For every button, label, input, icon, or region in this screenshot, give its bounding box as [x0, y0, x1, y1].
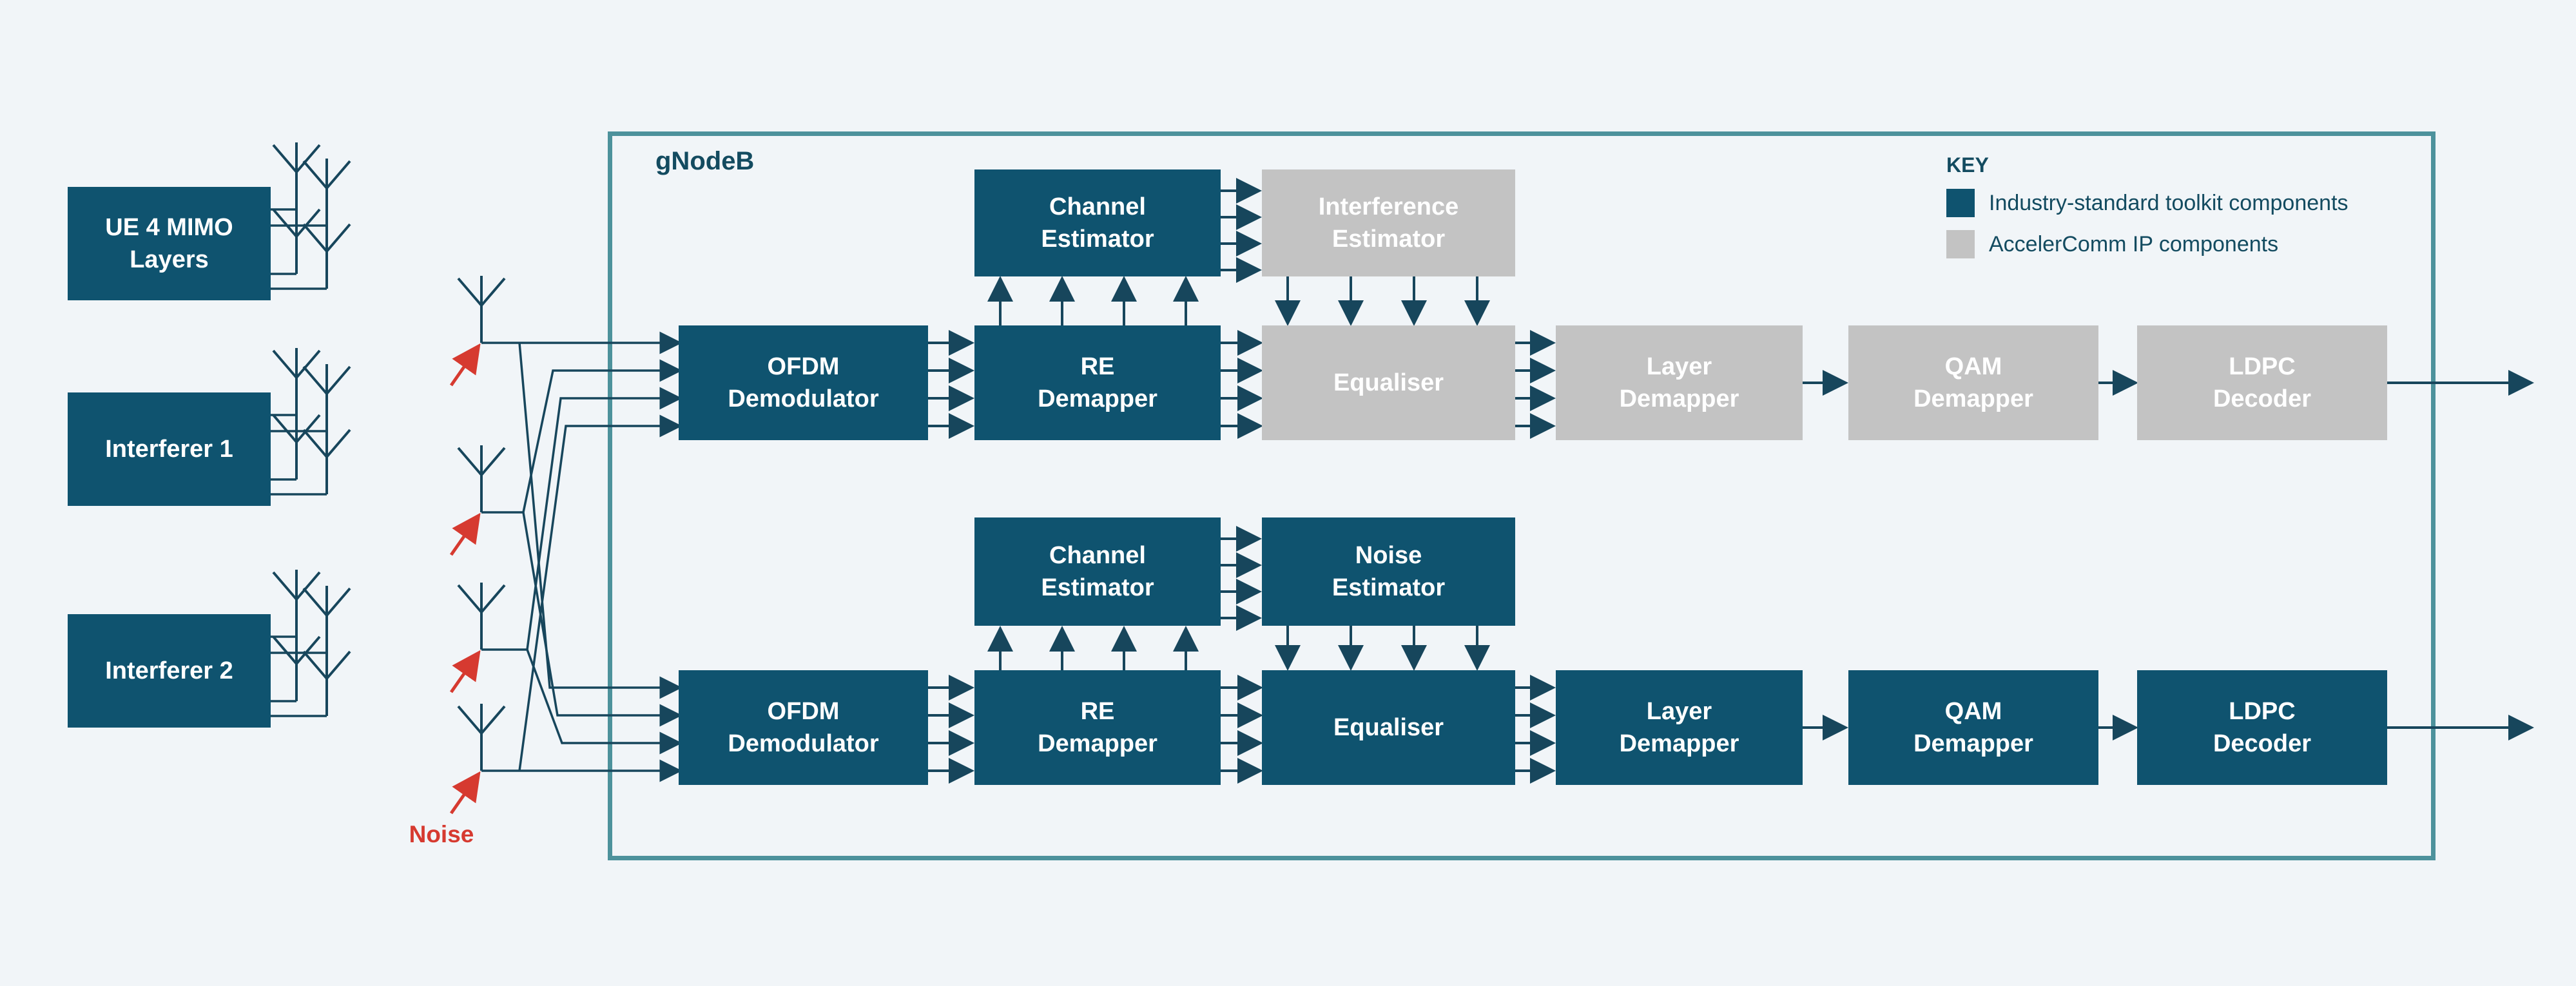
- antenna-fanout-wires: [481, 331, 683, 782]
- bottom-re-demapper: RE Demapper: [974, 670, 1221, 785]
- top-equaliser: Equaliser: [1262, 325, 1515, 440]
- noise-arrows: [449, 343, 481, 815]
- bottom-channel-estimator: Channel Estimator: [974, 517, 1221, 626]
- source-antenna-feeds: [271, 208, 327, 717]
- top-re-demapper: RE Demapper: [974, 325, 1221, 440]
- bottom-chain-arrows: [928, 675, 2534, 784]
- top-ofdm-demodulator: OFDM Demodulator: [679, 325, 928, 440]
- top-layer-demapper: Layer Demapper: [1556, 325, 1803, 440]
- bottom-ldpc-decoder: LDPC Decoder: [2137, 670, 2387, 785]
- noise-label: Noise: [409, 821, 474, 847]
- legend-label-accelercomm: AccelerComm IP components: [1989, 231, 2279, 256]
- source-interferer-2: Interferer 2: [68, 614, 271, 728]
- source-interferer-1: Interferer 1: [68, 392, 271, 506]
- top-estimator-arrows: [987, 178, 1490, 326]
- bottom-noise-estimator: Noise Estimator: [1262, 517, 1515, 626]
- top-chain-arrows: [928, 330, 2534, 439]
- bottom-qam-demapper: QAM Demapper: [1848, 670, 2098, 785]
- legend-title: KEY: [1946, 153, 1989, 177]
- bottom-layer-demapper: Layer Demapper: [1556, 670, 1803, 785]
- bottom-equaliser: Equaliser: [1262, 670, 1515, 785]
- source-ue-4-mimo-layers: UE 4 MIMO Layers: [68, 187, 271, 300]
- gnodeb-title: gNodeB: [655, 147, 755, 175]
- gnodeb-boundary: [608, 131, 2436, 860]
- legend-item-industry: Industry-standard toolkit components: [1946, 189, 2348, 217]
- legend-swatch-industry: [1946, 189, 1975, 217]
- legend-swatch-accelercomm: [1946, 230, 1975, 258]
- top-ldpc-decoder: LDPC Decoder: [2137, 325, 2387, 440]
- bottom-estimator-arrows: [987, 526, 1490, 671]
- receiver-antennas: [457, 275, 506, 772]
- bottom-ofdm-demodulator: OFDM Demodulator: [679, 670, 928, 785]
- top-interference-estimator: Interference Estimator: [1262, 169, 1515, 276]
- source-antennas: [272, 141, 351, 717]
- legend: KEY Industry-standard toolkit components…: [1946, 153, 2348, 271]
- top-channel-estimator: Channel Estimator: [974, 169, 1221, 276]
- legend-item-accelercomm: AccelerComm IP components: [1946, 230, 2348, 258]
- legend-label-industry: Industry-standard toolkit components: [1989, 190, 2348, 215]
- top-qam-demapper: QAM Demapper: [1848, 325, 2098, 440]
